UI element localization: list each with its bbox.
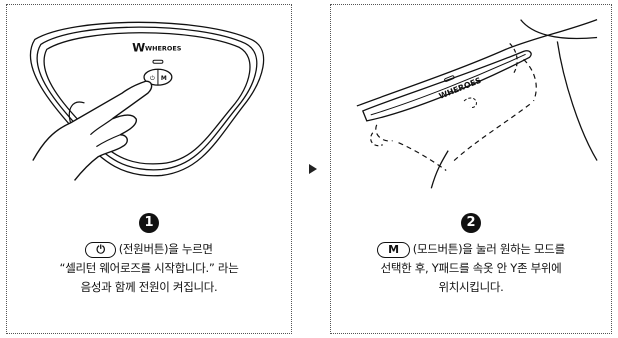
step-2-number: 2 [461,213,481,233]
mode-button-key: M [377,241,410,258]
step-1-number: 1 [139,213,159,233]
step-1-line-2: “셀리턴 웨어로즈를 시작합니다.” 라는 [59,261,239,275]
next-arrow-icon [309,164,317,174]
brand-w-mark: W [132,40,145,54]
pad-placement-illustration: WHEROES [356,18,598,189]
power-button-key: ⏻ [85,241,116,258]
step-2-description: M(모드버튼)을 눌러 원하는 모드를 선택한 후, Y패드를 속옷 안 Y존 … [339,240,603,297]
svg-text:⏻: ⏻ [150,75,155,82]
step-2-line-1: (모드버튼)을 눌러 원하는 모드를 [412,242,565,256]
step-2-line-2: 선택한 후, Y패드를 속옷 안 Y존 부위에 [380,261,562,275]
svg-text:M: M [161,75,167,82]
step-1-line-3: 음성과 함께 전원이 켜집니다. [80,280,218,294]
step-2-panel: WHEROES 2 M(모드버튼)을 눌러 원하는 모드를 선택한 후, Y패드… [330,4,612,334]
step-2-line-3: 위치시킵니다. [438,280,504,294]
step-1-line-1: (전원버튼)을 누르면 [118,242,213,256]
step-1-description: ⏻(전원버튼)을 누르면 “셀리턴 웨어로즈를 시작합니다.” 라는 음성과 함… [15,240,283,297]
device-power-illustration: W WHEROES ⏻ M [29,21,265,181]
brand-logo: WHEROES [145,44,182,52]
step-1-panel: W WHEROES ⏻ M 1 ⏻(전원버튼)을 누르면 “셀리턴 웨어로즈를 … [6,4,292,334]
